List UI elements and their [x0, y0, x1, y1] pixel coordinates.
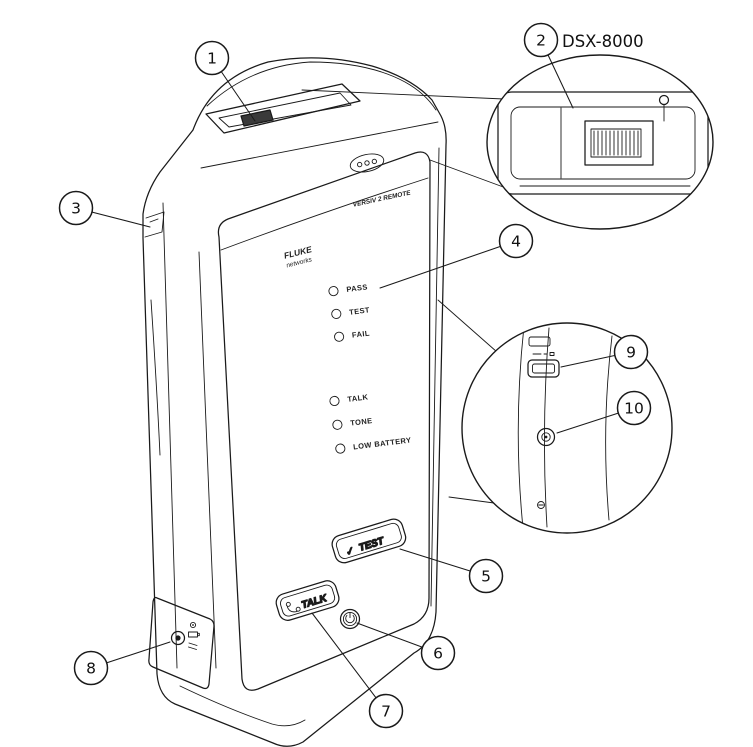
model-label: DSX-8000 [562, 32, 644, 51]
port-markings-icon [188, 621, 200, 650]
magnifier-cone-lines [301, 89, 507, 504]
svg-text:1: 1 [207, 50, 217, 68]
module-connector [240, 109, 274, 127]
usb-icon [532, 352, 555, 356]
callout-10: 10 [616, 390, 652, 426]
led-group-bottom: TALK TONE LOW BATTERY [329, 392, 412, 454]
callout-6: 6 [420, 635, 456, 671]
screw-icon [537, 501, 545, 509]
led-pass: PASS [328, 282, 368, 297]
svg-text:6: 6 [433, 645, 443, 663]
check-icon: ✓ [344, 544, 357, 559]
callout-9: 9 [613, 334, 649, 370]
power-button [339, 608, 361, 630]
bottom-port-panel [148, 596, 215, 690]
zoom-lens-side [461, 322, 673, 534]
led-tone: TONE [332, 416, 373, 430]
led-test-label: TEST [349, 305, 371, 316]
svg-text:2: 2 [536, 32, 546, 50]
svg-text:10: 10 [624, 400, 644, 418]
callout-3: 3 [58, 190, 94, 226]
phone-icon [285, 601, 301, 613]
power-icon [345, 612, 355, 624]
callout-2: 2 [523, 22, 559, 58]
svg-text:8: 8 [86, 660, 96, 678]
led-low-battery-label: LOW BATTERY [353, 435, 412, 451]
product-label: VERSIV 2 REMOTE [352, 189, 412, 208]
svg-text:5: 5 [481, 568, 491, 586]
led-group-top: PASS TEST FAIL [328, 282, 370, 342]
talk-button: TALK [275, 580, 340, 621]
dc-jack [170, 630, 186, 646]
callout-7: 7 [368, 693, 404, 729]
svg-text:9: 9 [626, 344, 636, 362]
module-bay [205, 83, 361, 134]
side-latch [144, 211, 165, 238]
svg-text:4: 4 [511, 233, 521, 251]
led-pass-label: PASS [346, 282, 368, 294]
led-tone-label: TONE [350, 416, 373, 428]
callout-4: 4 [498, 223, 534, 259]
speaker-holes-icon [349, 153, 385, 173]
card-edge-pins [593, 130, 639, 156]
headset-jack [536, 427, 556, 447]
led-talk: TALK [329, 392, 369, 407]
device-body [142, 57, 447, 747]
module-bay-zoom [486, 54, 714, 230]
brand-logo: FLUKE networks [283, 244, 314, 269]
callout-1: 1 [194, 40, 230, 76]
usb-port [527, 352, 560, 378]
led-talk-label: TALK [347, 392, 369, 404]
svg-text:3: 3 [71, 200, 81, 218]
callout-5: 5 [468, 558, 504, 594]
callouts: 1 2 3 4 5 6 7 8 9 10 [58, 22, 652, 729]
callout-8: 8 [73, 650, 109, 686]
svg-text:7: 7 [381, 703, 391, 721]
side-ports-zoom [461, 322, 673, 534]
led-test: TEST [331, 305, 370, 319]
led-fail-label: FAIL [351, 329, 370, 340]
led-low-battery: LOW BATTERY [335, 435, 412, 454]
test-button: ✓ TEST [331, 518, 407, 564]
led-fail: FAIL [334, 329, 370, 342]
